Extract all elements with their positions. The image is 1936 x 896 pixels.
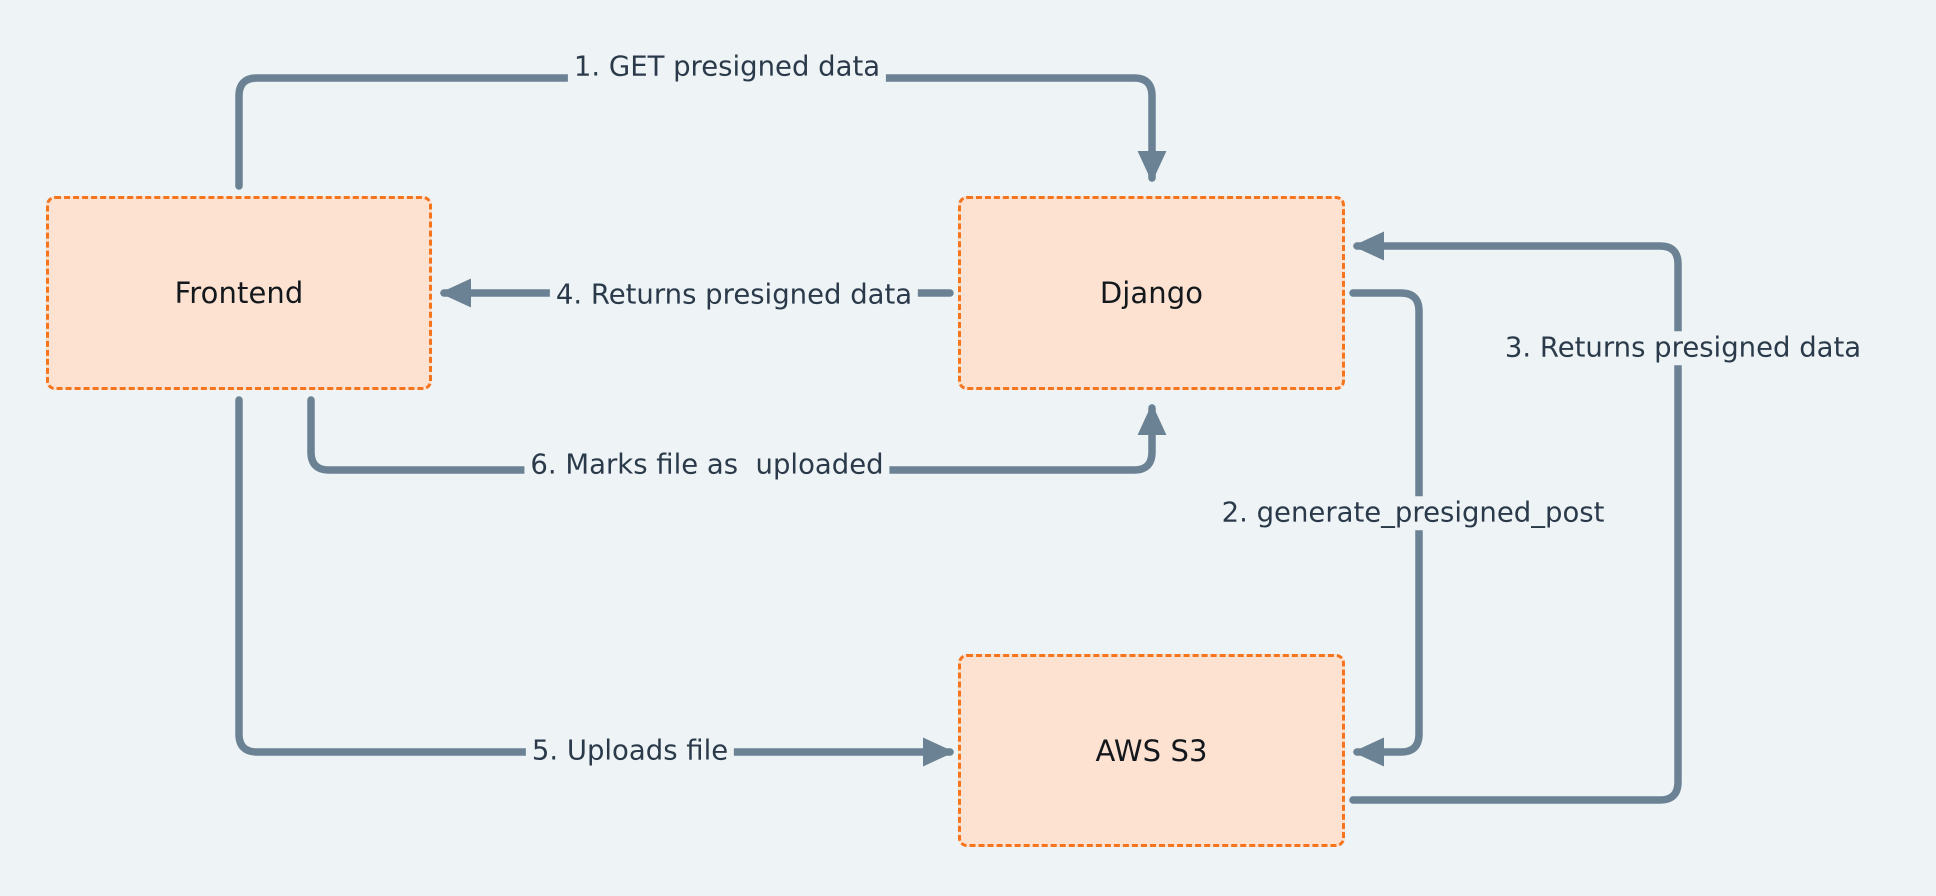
node-aws-s3[interactable]: AWS S3 xyxy=(958,654,1345,847)
connector-1-get-presigned-data xyxy=(235,74,1167,190)
node-django-label: Django xyxy=(1099,276,1204,310)
edge-label-6-marks-file-as-uploaded: 6. Marks file as uploaded xyxy=(524,448,890,482)
edge-label-1-get-presigned-data: 1. GET presigned data xyxy=(567,50,887,84)
edge-label-2-generate-presigned-post: 2. generate_presigned_post xyxy=(1215,496,1611,530)
node-frontend-label: Frontend xyxy=(174,276,304,310)
edge-label-4-returns-presigned-data: 4. Returns presigned data xyxy=(549,278,919,312)
node-aws-s3-label: AWS S3 xyxy=(1095,733,1208,768)
node-frontend[interactable]: Frontend xyxy=(46,196,432,390)
edge-label-5-uploads-file: 5. Uploads file xyxy=(525,734,735,768)
edge-label-3-returns-presigned-data: 3. Returns presigned data xyxy=(1498,331,1868,365)
node-django[interactable]: Django xyxy=(958,196,1345,390)
